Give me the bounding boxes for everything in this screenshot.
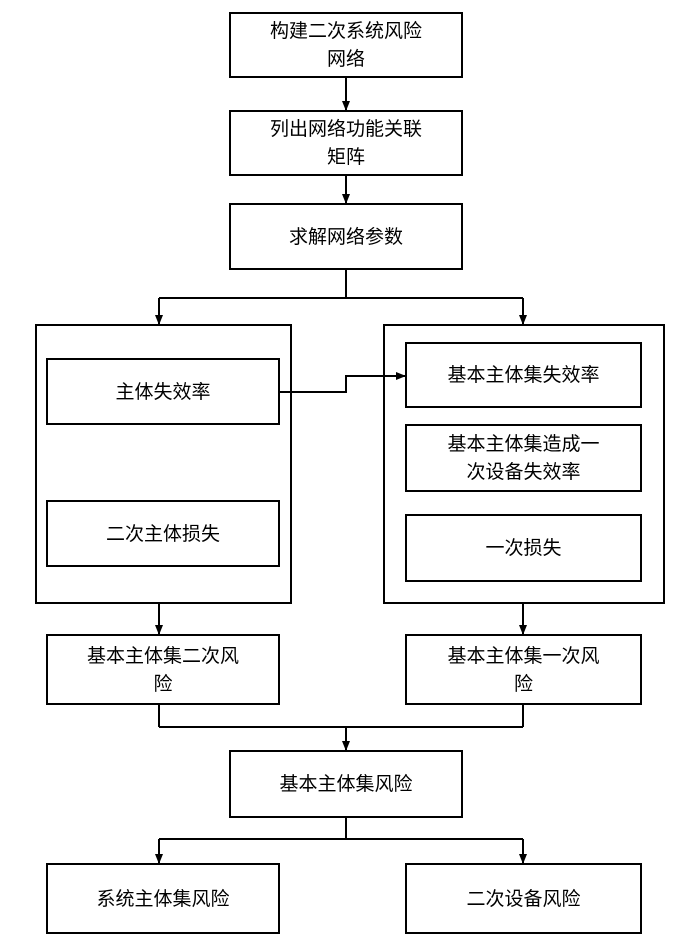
box-basic-set-failure-rate-label: 基本主体集失效率 bbox=[447, 364, 600, 386]
box-secondary-equipment-risk: 二次设备风险 bbox=[405, 863, 642, 934]
step-build-risk-network-label: 构建二次系统风险 网络 bbox=[269, 20, 422, 70]
box-basic-set-risk-label: 基本主体集风险 bbox=[279, 773, 413, 795]
step-list-matrix: 列出网络功能关联 矩阵 bbox=[229, 110, 463, 176]
arrow-failure-to-basic-set bbox=[280, 372, 406, 393]
step-build-risk-network: 构建二次系统风险 网络 bbox=[229, 12, 463, 78]
box-secondary-entity-loss: 二次主体损失 bbox=[46, 500, 280, 567]
left-group-container bbox=[35, 324, 292, 604]
box-entity-failure-rate: 主体失效率 bbox=[46, 358, 280, 425]
box-basic-set-risk: 基本主体集风险 bbox=[229, 750, 463, 818]
box-entity-failure-rate-label: 主体失效率 bbox=[115, 380, 211, 403]
box-basic-set-secondary-risk-label: 基本主体集二次风 险 bbox=[86, 644, 239, 695]
box-primary-equipment-failure-rate-label: 基本主体集造成一 次设备失效率 bbox=[447, 433, 600, 483]
box-secondary-entity-loss-label: 二次主体损失 bbox=[105, 522, 220, 545]
right-group-container bbox=[383, 324, 665, 604]
box-basic-set-secondary-risk: 基本主体集二次风 险 bbox=[46, 634, 280, 705]
box-basic-set-primary-risk-label: 基本主体集一次风 险 bbox=[447, 644, 600, 695]
step-list-matrix-label: 列出网络功能关联 矩阵 bbox=[269, 118, 422, 168]
step-solve-parameters: 求解网络参数 bbox=[229, 203, 463, 270]
box-secondary-equipment-risk-label: 二次设备风险 bbox=[466, 887, 581, 910]
box-primary-loss: 一次损失 bbox=[405, 514, 642, 582]
step-solve-parameters-label: 求解网络参数 bbox=[288, 225, 403, 248]
box-system-set-risk: 系统主体集风险 bbox=[46, 863, 280, 934]
box-primary-loss-label: 一次损失 bbox=[485, 537, 562, 559]
box-basic-set-primary-risk: 基本主体集一次风 险 bbox=[405, 634, 642, 705]
box-basic-set-failure-rate: 基本主体集失效率 bbox=[405, 342, 642, 408]
box-system-set-risk-label: 系统主体集风险 bbox=[96, 887, 230, 910]
box-primary-equipment-failure-rate: 基本主体集造成一 次设备失效率 bbox=[405, 424, 642, 492]
